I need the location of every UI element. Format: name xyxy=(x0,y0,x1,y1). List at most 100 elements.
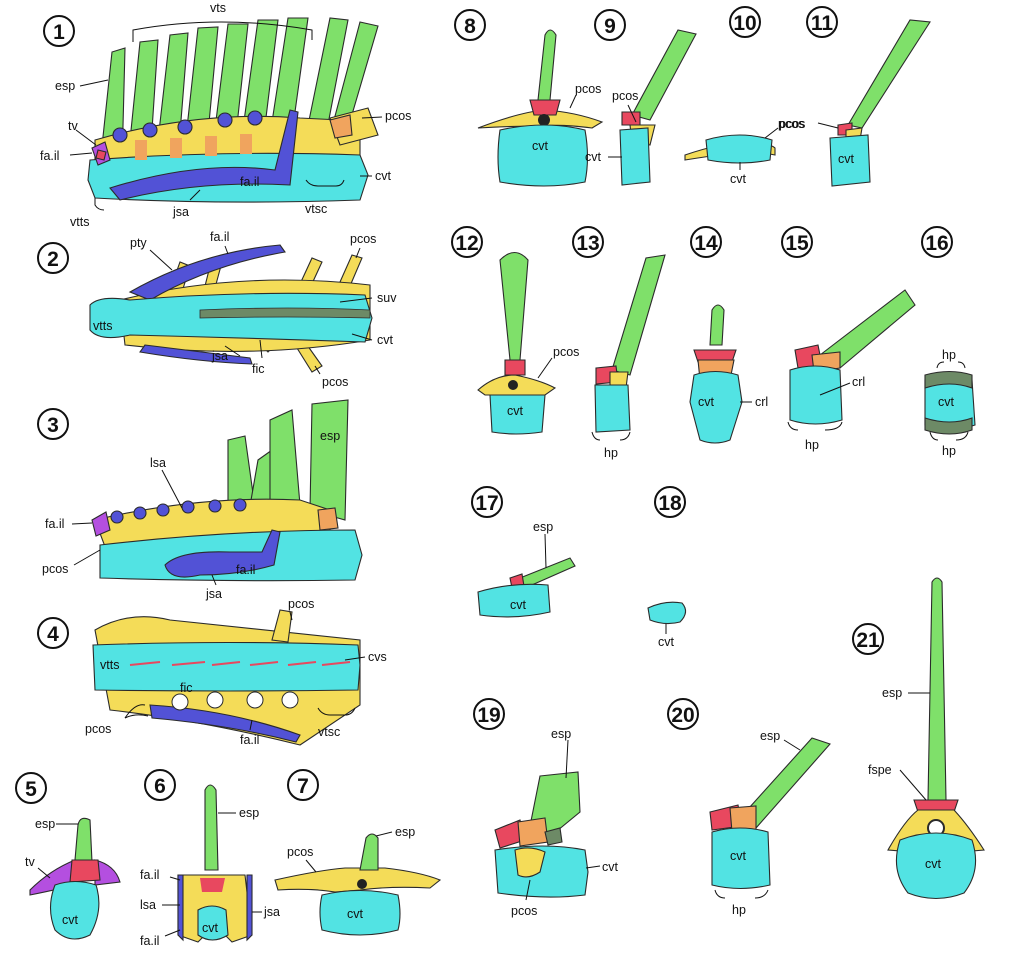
panel-18-label-cvt: cvt xyxy=(658,635,675,649)
panel-2-sulcus xyxy=(199,307,371,319)
panel-6-label-cvt: cvt xyxy=(202,921,219,935)
panel-4-label-vtsc: vtsc xyxy=(318,725,340,739)
panel-8-centrum xyxy=(497,124,589,187)
panel-16-number: 16 xyxy=(925,232,948,255)
panel-15-centrum xyxy=(789,365,843,425)
panel-4-number-circle xyxy=(37,617,69,649)
panel-6-label-fa-il: fa.il xyxy=(140,868,159,882)
panel-1-ilium xyxy=(109,109,299,201)
panel-8-label-pcos: pcos xyxy=(575,82,601,96)
panel-7: 7 esp pcos cvt xyxy=(274,769,442,936)
panel-11-label-pcos: pcos xyxy=(778,117,804,131)
panel-17-number-circle xyxy=(471,486,503,518)
panel-14-centrum xyxy=(689,370,743,444)
panel-4-number: 4 xyxy=(47,623,59,646)
panel-10-number: 10 xyxy=(733,12,756,35)
panel-4-foramina xyxy=(171,691,299,711)
panel-21-label-fspe: fspe xyxy=(868,763,892,777)
panel-15-label-hp: hp xyxy=(805,438,819,452)
panel-1-number-circle xyxy=(43,15,75,47)
panel-11-number: 11 xyxy=(811,12,834,35)
panel-15: 15 crl hp xyxy=(781,226,916,452)
panel-4-label-pcos: pcos xyxy=(288,597,314,611)
panel-14: 14 cvt crl xyxy=(689,226,768,444)
panel-6-label-fa-il-lower: fa.il xyxy=(140,934,159,948)
panel-4-label-vtts: vtts xyxy=(100,658,119,672)
panel-16-label-cvt: cvt xyxy=(938,395,955,409)
panel-6-label-esp: esp xyxy=(239,806,259,820)
panel-16: 16 hp cvt hp xyxy=(921,226,976,458)
panel-9-label-pcos: pcos xyxy=(612,89,638,103)
panel-2-label-fa-il: fa.il xyxy=(210,230,229,244)
panel-6-centrum xyxy=(197,905,229,941)
panel-12-label-cvt: cvt xyxy=(507,404,524,418)
panel-1-label-vtts: vtts xyxy=(70,215,89,229)
panel-17-label-cvt: cvt xyxy=(510,598,527,612)
panel-2-label-pty: pty xyxy=(130,236,147,250)
panel-15-number-circle xyxy=(781,226,813,258)
panel-4-label-pcos-lower: pcos xyxy=(85,722,111,736)
panel-20-label-cvt: cvt xyxy=(730,849,747,863)
panel-4-sacral-sutures xyxy=(129,661,351,666)
panel-19-label-cvt: cvt xyxy=(602,860,619,874)
panel-3-label-jsa: jsa xyxy=(205,587,222,601)
panel-10-label-pcos: pcos xyxy=(779,117,805,131)
panel-19: 19 esp cvt pcos xyxy=(473,698,619,918)
panel-5-centrum xyxy=(49,880,100,940)
panel-19-label-pcos: pcos xyxy=(511,904,537,918)
panel-13-label-hp: hp xyxy=(604,446,618,460)
panel-3-number-circle xyxy=(37,408,69,440)
panel-11: 11 pcos cvt xyxy=(778,6,931,187)
panel-21-number: 21 xyxy=(856,629,880,652)
panel-2: 2 pty fa.il pcos suv vtts cvt jsa fic pc xyxy=(37,230,397,389)
panel-6-label-lsa: lsa xyxy=(140,898,156,912)
panel-19-label-esp: esp xyxy=(551,727,571,741)
panel-7-label-cvt: cvt xyxy=(347,907,364,921)
panel-16-number-circle xyxy=(921,226,953,258)
panel-21-number-circle xyxy=(852,623,884,655)
panel-6-number-circle xyxy=(144,769,176,801)
panel-9: 9 pcos cvt xyxy=(585,9,697,186)
panel-15-number: 15 xyxy=(785,232,809,255)
panel-3-number: 3 xyxy=(47,414,59,437)
panel-17-number: 17 xyxy=(475,492,498,515)
panel-6: 6 esp fa.il lsa jsa cvt fa.il xyxy=(140,769,280,948)
panel-14-number-circle xyxy=(690,226,722,258)
panel-20: 20 esp cvt hp xyxy=(667,698,831,917)
panel-7-label-esp: esp xyxy=(395,825,415,839)
panel-13-number: 13 xyxy=(576,232,599,255)
panel-9-number-circle xyxy=(594,9,626,41)
panel-10-number-circle xyxy=(729,6,761,38)
panel-3-label-pcos: pcos xyxy=(42,562,68,576)
panel-19-number-circle xyxy=(473,698,505,730)
panel-18-centrum xyxy=(647,601,687,625)
panel-12-centrum xyxy=(489,394,546,435)
panel-2-ilium-lower xyxy=(139,344,253,365)
panel-21: 21 esp fspe cvt xyxy=(852,577,985,900)
panel-3-label-fa-il: fa.il xyxy=(45,517,64,531)
panel-4-label-fa-il: fa.il xyxy=(240,733,259,747)
panel-6-label-jsa: jsa xyxy=(263,905,280,919)
panel-7-neural-arch xyxy=(274,867,442,893)
panel-14-number: 14 xyxy=(694,232,718,255)
panel-17-label-esp: esp xyxy=(533,520,553,534)
panel-20-label-esp: esp xyxy=(760,729,780,743)
panel-9-label-cvt: cvt xyxy=(585,150,602,164)
panel-2-ilium-upper xyxy=(128,244,286,301)
panel-10: 10 pcos cvt xyxy=(684,6,805,186)
panel-4-label-fic: fic xyxy=(180,681,193,695)
panel-1-label-esp: esp xyxy=(55,79,75,93)
panel-7-label-pcos: pcos xyxy=(287,845,313,859)
panel-6-number: 6 xyxy=(154,775,166,798)
panel-1: 1 xyxy=(40,1,411,229)
panel-1-label-vts: vts xyxy=(210,1,226,15)
panel-7-centrum xyxy=(319,890,401,936)
panel-1-label-vtsc: vtsc xyxy=(305,202,327,216)
panel-3-label-lsa: lsa xyxy=(150,456,166,470)
panel-20-label-hp: hp xyxy=(732,903,746,917)
panel-20-number: 20 xyxy=(671,704,694,727)
panel-3-facets xyxy=(110,498,247,524)
panel-4-label-cvs: cvs xyxy=(368,650,387,664)
panel-8-number: 8 xyxy=(464,15,476,38)
panel-1-label-fa-il: fa.il xyxy=(40,149,59,163)
